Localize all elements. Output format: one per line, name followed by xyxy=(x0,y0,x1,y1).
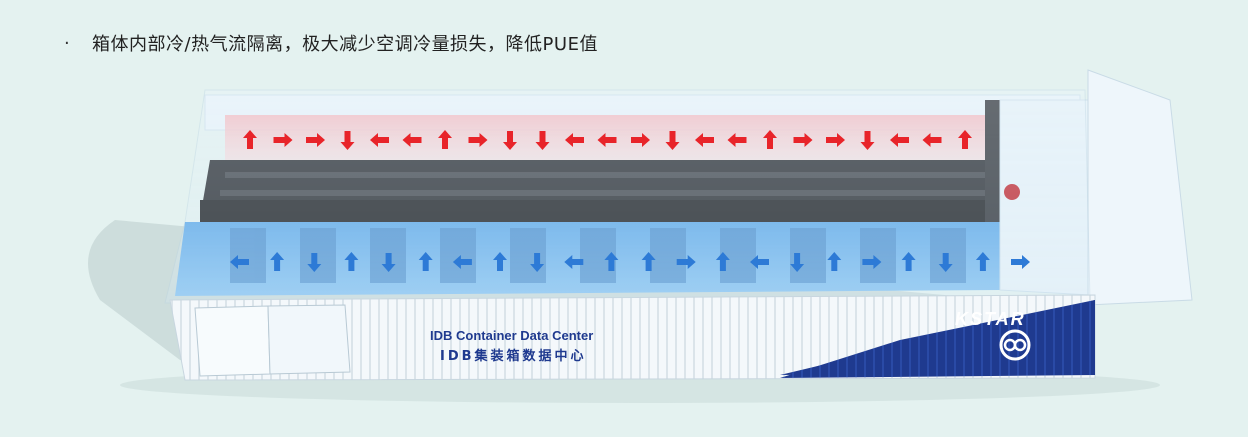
cold-air-arrow xyxy=(418,252,433,271)
glass-shell xyxy=(164,89,1091,304)
hot-air-arrow xyxy=(922,133,942,147)
hot-air-arrow xyxy=(631,133,650,147)
hot-air-arrow xyxy=(273,133,293,147)
cold-air-arrow xyxy=(676,255,696,269)
cold-air-arrow xyxy=(827,252,842,271)
hot-air-arrow xyxy=(243,130,257,149)
hot-air-arrow xyxy=(665,131,680,150)
hot-air-arrow xyxy=(535,131,550,150)
hot-air-arrow xyxy=(826,133,845,147)
cold-air-arrow xyxy=(750,255,769,269)
side-door xyxy=(194,305,271,377)
hot-air-arrow xyxy=(402,133,422,147)
cold-air-arrow xyxy=(493,252,507,271)
kstar-logo xyxy=(999,329,1031,361)
container-title-en: IDB Container Data Center xyxy=(430,328,593,343)
cold-air-arrow xyxy=(381,253,396,272)
cold-air-arrow xyxy=(307,253,322,272)
hot-air-arrow xyxy=(793,133,813,147)
cold-air-arrow xyxy=(938,253,953,272)
side-door-2 xyxy=(267,304,351,375)
hot-air-arrow xyxy=(727,133,747,147)
headline: · 箱体内部冷/热气流隔离，极大减少空调冷量损失，降低PUE值 xyxy=(64,30,598,56)
cold-air-arrow xyxy=(790,253,805,272)
cold-air-arrow xyxy=(1011,255,1030,269)
cold-air-arrow xyxy=(715,252,730,271)
hot-air-arrows xyxy=(243,130,972,150)
cold-air-arrow xyxy=(564,255,584,269)
hot-air-arrow xyxy=(763,130,777,149)
hot-air-arrow xyxy=(340,131,355,150)
end-door xyxy=(1087,69,1193,306)
container-title-zh: IDB集装箱数据中心 xyxy=(440,348,587,364)
hot-air-arrow xyxy=(306,133,325,147)
hot-air-arrow xyxy=(890,133,909,147)
hot-air-arrow xyxy=(468,133,488,147)
bullet: · xyxy=(64,32,71,54)
cold-air-arrow xyxy=(452,255,472,269)
hot-air-arrow xyxy=(503,131,517,150)
cold-air-arrow xyxy=(270,252,285,271)
hot-air-arrow xyxy=(565,133,584,147)
cold-air-arrow xyxy=(344,252,359,271)
cold-air-arrow xyxy=(604,252,619,271)
hot-air-arrow xyxy=(597,133,617,147)
hot-air-arrow xyxy=(958,130,972,149)
cold-air-arrow xyxy=(862,255,882,269)
cold-air-arrow xyxy=(975,252,990,271)
cold-air-arrow xyxy=(230,255,249,269)
cold-air-arrows xyxy=(230,252,1030,272)
headline-text: 箱体内部冷/热气流隔离，极大减少空调冷量损失，降低PUE值 xyxy=(92,34,598,55)
hot-air-arrow xyxy=(438,130,452,149)
hot-air-arrow xyxy=(860,131,875,150)
hot-air-arrow xyxy=(370,133,389,147)
cold-air-arrow xyxy=(901,252,916,271)
cold-air-arrow xyxy=(530,253,545,272)
brand-name: KSTAR xyxy=(955,309,1026,329)
hot-air-arrow xyxy=(695,133,714,147)
cold-air-arrow xyxy=(641,252,656,271)
